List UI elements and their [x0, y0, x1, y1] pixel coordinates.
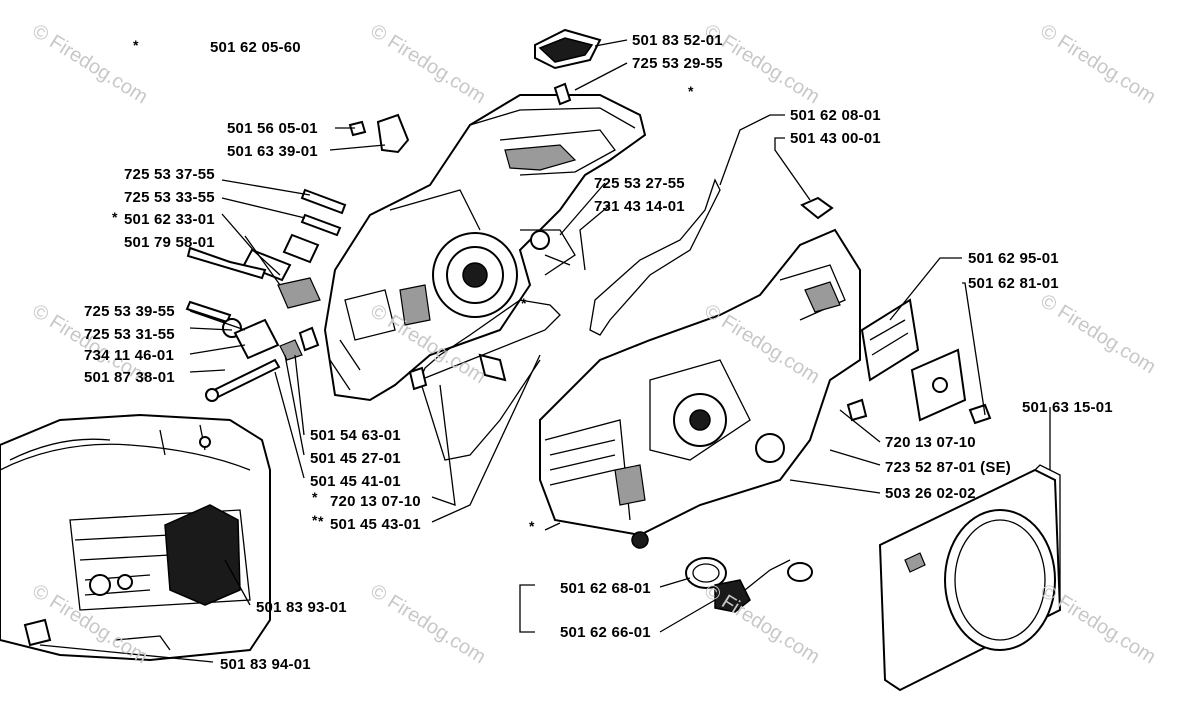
part-number-label: 501 79 58-01 — [124, 234, 215, 251]
part-number-label: 501 62 05-60 — [210, 39, 301, 56]
part-number-label: 501 62 95-01 — [968, 250, 1059, 267]
asterisk-marker: * — [312, 512, 318, 528]
part-number-label: 501 43 00-01 — [790, 130, 881, 147]
part-number-label: 501 63 39-01 — [227, 143, 318, 160]
part-number-label: 501 45 27-01 — [310, 450, 401, 467]
part-number-label: 501 62 66-01 — [560, 624, 651, 641]
part-number-label: 734 11 46-01 — [84, 347, 174, 364]
right-parts-drawing — [685, 196, 1062, 692]
part-number-label: 501 56 05-01 — [227, 120, 318, 137]
part-number-label: 731 43 14-01 — [594, 198, 685, 215]
asterisk-marker: * — [133, 37, 139, 53]
part-number-label: 723 52 87-01 (SE) — [885, 459, 1011, 476]
asterisk-marker: * — [112, 209, 118, 225]
part-number-label: 501 62 81-01 — [968, 275, 1059, 292]
leader-lines — [39, 39, 1051, 663]
asterisk-marker: * — [312, 489, 318, 505]
part-number-label: 725 53 31-55 — [84, 326, 175, 343]
part-number-label: 501 83 93-01 — [256, 599, 347, 616]
part-number-label: 720 13 07-10 — [885, 434, 976, 451]
part-number-label: 501 63 15-01 — [1022, 399, 1113, 416]
part-number-label: 501 62 33-01 — [124, 211, 215, 228]
part-number-label: 501 62 08-01 — [790, 107, 881, 124]
part-number-label: 501 87 38-01 — [84, 369, 175, 386]
part-number-label: 501 62 68-01 — [560, 580, 651, 597]
part-number-label: 725 53 39-55 — [84, 303, 175, 320]
part-number-label: 501 45 41-01 — [310, 473, 401, 490]
part-number-label: 725 53 29-55 — [632, 55, 723, 72]
lower-housing-drawing — [0, 413, 271, 662]
part-number-label: 501 45 43-01 — [330, 516, 421, 533]
part-number-label: 725 53 27-55 — [594, 175, 685, 192]
part-number-label: 725 53 37-55 — [124, 166, 215, 183]
upper-crankcase-drawing — [323, 94, 647, 402]
part-number-label: 725 53 33-55 — [124, 189, 215, 206]
asterisk-marker: * — [318, 513, 324, 529]
part-number-label: 720 13 07-10 — [330, 493, 421, 510]
part-number-label: 501 54 63-01 — [310, 427, 401, 444]
asterisk-marker: * — [521, 295, 527, 311]
part-number-label: 501 83 94-01 — [220, 656, 311, 673]
part-number-label: 503 26 02-02 — [885, 485, 976, 502]
part-number-label: 501 83 52-01 — [632, 32, 723, 49]
asterisk-marker: * — [529, 518, 535, 534]
asterisk-marker: * — [688, 83, 694, 99]
lower-crankcase-drawing — [539, 228, 861, 549]
